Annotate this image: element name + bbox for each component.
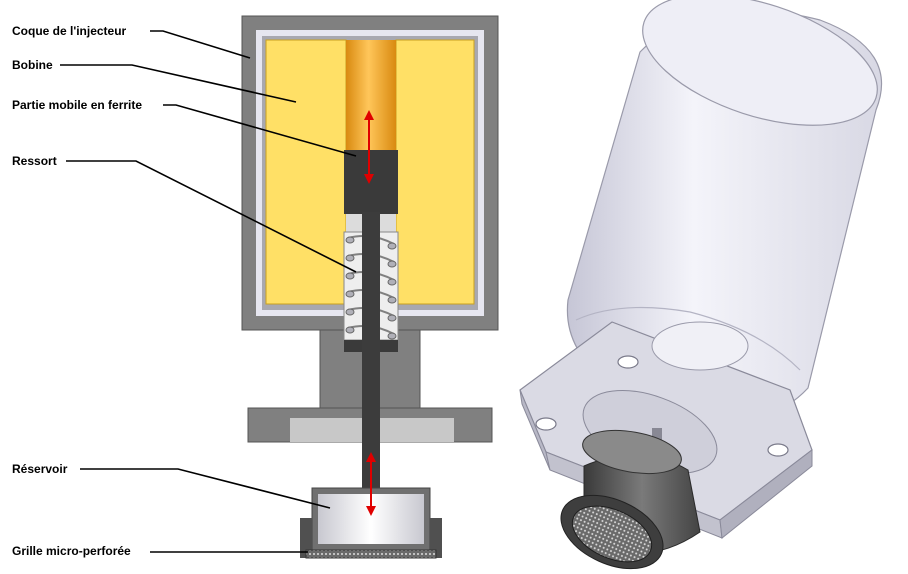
callouts: Coque de l'injecteur Bobine Partie mobil… bbox=[12, 24, 357, 558]
label-reservoir: Réservoir bbox=[12, 462, 68, 476]
leader-spring bbox=[66, 160, 357, 273]
micro-perforated-grid bbox=[305, 549, 437, 559]
cross-section bbox=[241, 15, 499, 559]
double-arrow-vertical-icon bbox=[366, 452, 376, 516]
bolt-hole bbox=[535, 417, 557, 431]
housing-cylinder bbox=[566, 0, 883, 422]
leader-reservoir bbox=[80, 468, 331, 509]
bolt-hole bbox=[767, 443, 789, 457]
label-coil: Bobine bbox=[12, 58, 53, 72]
label-spring: Ressort bbox=[12, 154, 57, 168]
leader-coil bbox=[60, 64, 297, 103]
nozzle-mesh bbox=[571, 505, 653, 563]
leader-moving-part bbox=[163, 104, 357, 157]
ferrite-moving-part bbox=[344, 40, 398, 214]
mounting-flange bbox=[519, 321, 813, 539]
needle-rod bbox=[362, 212, 380, 498]
label-moving-part: Partie mobile en ferrite bbox=[12, 98, 142, 112]
bolt-hole bbox=[617, 355, 639, 369]
label-shell: Coque de l'injecteur bbox=[12, 24, 127, 38]
injector-3d-view bbox=[519, 0, 883, 570]
label-grid: Grille micro-perforée bbox=[12, 544, 131, 558]
double-arrow-vertical-icon bbox=[364, 110, 374, 184]
leader-shell bbox=[150, 30, 251, 59]
nozzle bbox=[560, 429, 701, 570]
